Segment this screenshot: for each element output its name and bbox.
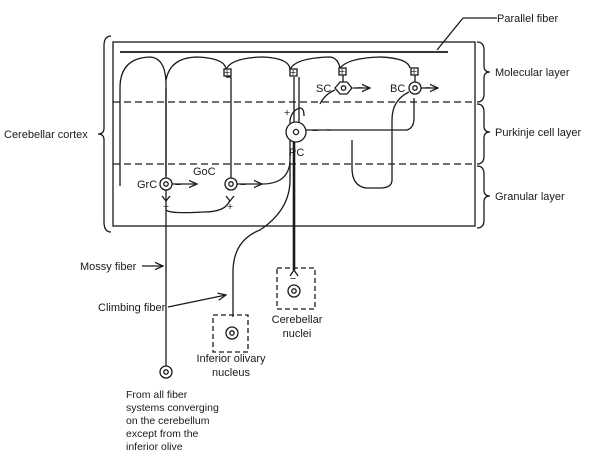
minus-sign-sc: −: [357, 82, 363, 94]
minus-sign-cn: −: [290, 273, 296, 285]
plus-sign-bc: +: [411, 66, 417, 78]
from-all-label-4: except from the: [126, 428, 199, 440]
purkinje-cell-layer-label: Purkinje cell layer: [495, 127, 582, 139]
molecular-bracket: [476, 41, 491, 103]
cerebellar-nuclei-label-2: nuclei: [283, 328, 312, 340]
inferior-olivary-label-1: Inferior olivary: [196, 353, 266, 365]
plus-sign-mossy-grc: +: [163, 201, 169, 213]
mossy-fiber-label: Mossy fiber: [80, 261, 137, 273]
climbing-fiber-pointer: [167, 295, 226, 308]
plus-sign-climbing: +: [284, 107, 290, 119]
plus-sign-mossy-goc: +: [227, 201, 233, 213]
climbing-fiber-path: [232, 107, 301, 317]
from-all-label-1: From all fiber: [126, 389, 188, 401]
minus-sign-pc: −: [312, 125, 318, 137]
bc-label: BC: [390, 83, 405, 95]
climbing-fiber-label: Climbing fiber: [98, 302, 166, 314]
minus-sign-goc: −: [240, 179, 246, 191]
sc-label: SC: [316, 83, 331, 95]
bc-axon: [351, 91, 410, 189]
pc-collateral: [306, 98, 415, 131]
molecular-layer-label: Molecular layer: [495, 67, 570, 79]
inferior-olivary-label-2: nucleus: [212, 367, 250, 379]
inferior-olivary-box: [212, 314, 249, 353]
grc-label: GrC: [137, 179, 157, 191]
from-all-label-2: systems converging: [126, 402, 219, 414]
pc-label: PC: [289, 147, 304, 159]
minus-sign-grc: −: [175, 179, 181, 191]
plus-sign-pc-dendrite: +: [290, 67, 296, 79]
cortex-bracket: [97, 35, 112, 233]
from-all-label-5: inferior olive: [126, 441, 183, 453]
from-all-label-3: on the cerebellum: [126, 415, 210, 427]
parallel-fiber-arcs: [119, 56, 411, 190]
cerebellar-cortex-label: Cerebellar cortex: [4, 129, 88, 141]
granular-bracket: [476, 165, 491, 229]
minus-sign-bc: −: [425, 82, 431, 94]
granular-layer-label: Granular layer: [495, 191, 565, 203]
cerebellar-nuclei-box: [276, 267, 316, 310]
parallel-fiber-label: Parallel fiber: [497, 13, 558, 25]
purkinje-bracket: [476, 103, 491, 165]
cerebellar-nuclei-label-1: Cerebellar: [272, 314, 323, 326]
plus-sign-sc: +: [339, 66, 345, 78]
plus-sign-goc-dendrite: +: [224, 67, 230, 79]
goc-label: GoC: [193, 166, 216, 178]
parallel-fiber-pointer: [436, 17, 464, 51]
